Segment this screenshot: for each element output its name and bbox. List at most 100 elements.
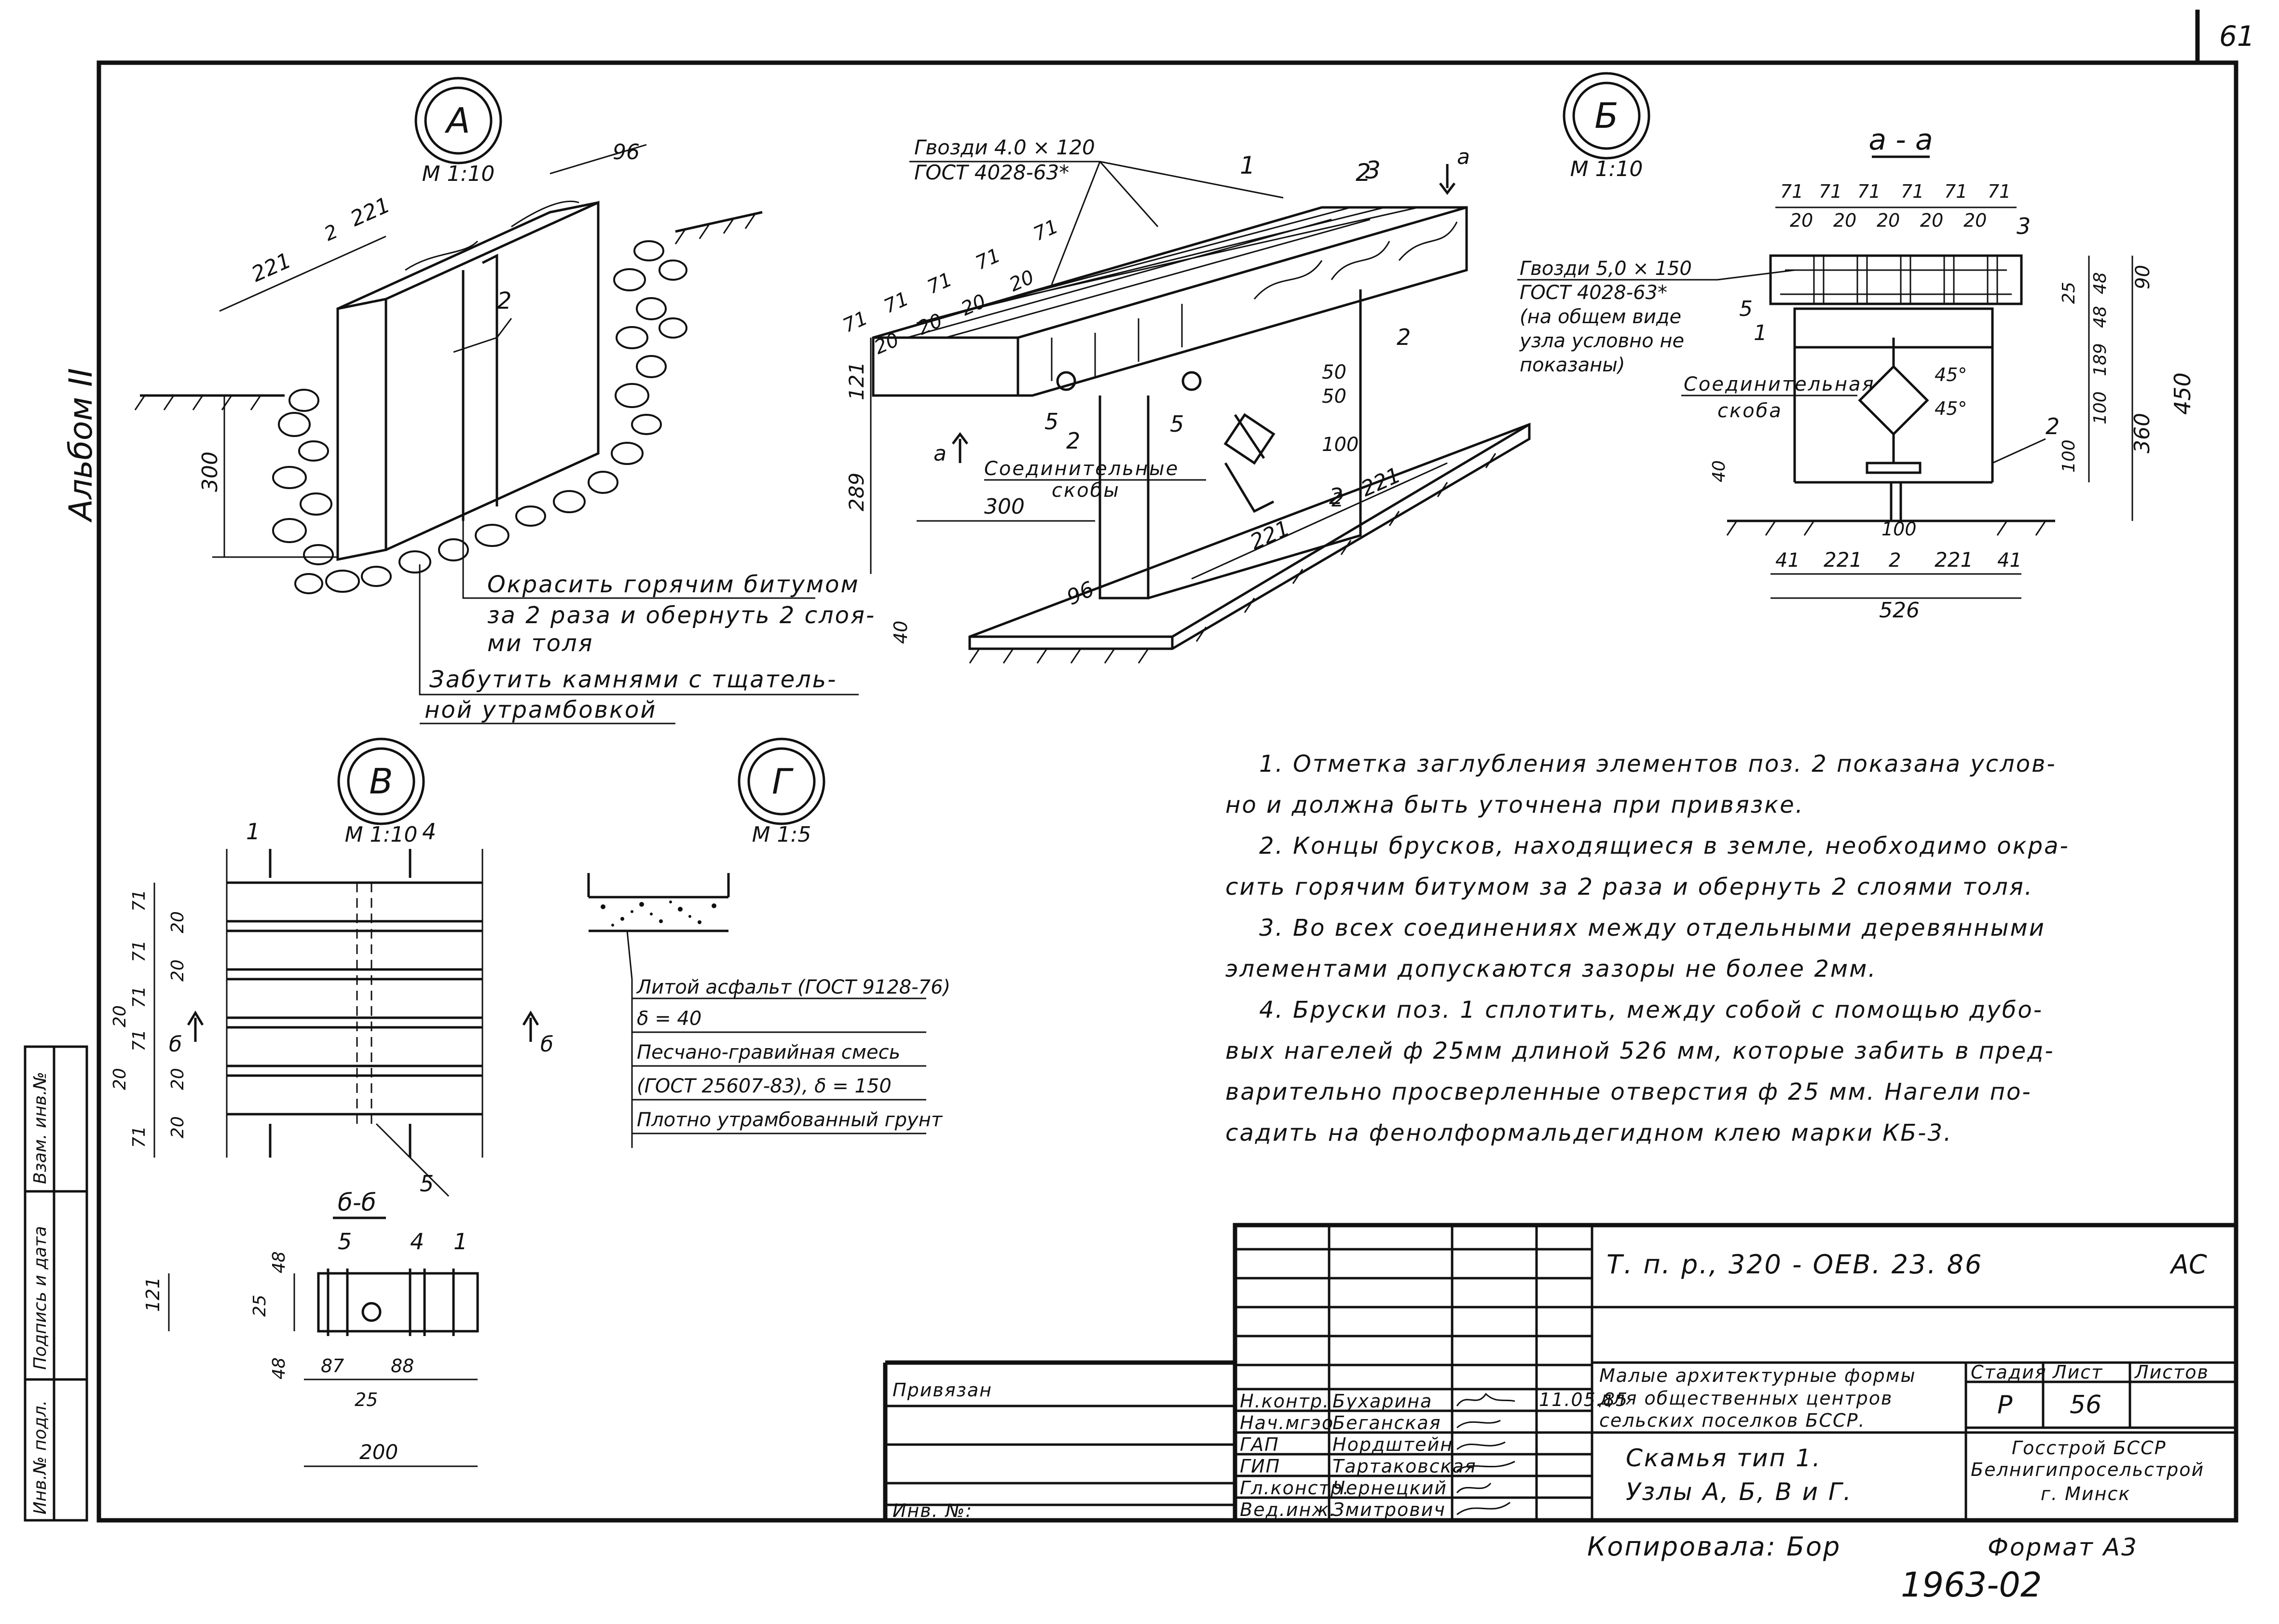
node-b-dim-189: 189: [2090, 343, 2110, 376]
section-bb-body: [317, 1272, 479, 1333]
dim-96: 96: [613, 140, 640, 164]
tb-role-6: Вед.инж.: [1240, 1499, 1336, 1520]
note-line-9: варительно просверленные отверстия ф 25 …: [1225, 1078, 2032, 1105]
bench-staples-1: Соединительные: [984, 458, 1179, 480]
tb-signatures: [1456, 1392, 1515, 1515]
dim-2: 2: [321, 220, 341, 246]
post-left-front: [336, 297, 387, 561]
bench-pos-5-left: 5: [1044, 409, 1058, 435]
bench-dim-300: 300: [984, 494, 1025, 519]
bench-dim-20-1: 20: [871, 328, 902, 359]
node-b-dim-90: 90: [2132, 265, 2154, 289]
note-paint-3: ми толя: [487, 630, 594, 657]
post-side-face: [385, 201, 600, 551]
section-bb-dim-25: 25: [250, 1295, 270, 1317]
node-a-label: А: [444, 100, 470, 141]
node-v-dim-71-3: 71: [129, 986, 149, 1008]
node-b-pos-1: 1: [1754, 321, 1767, 345]
node-b-dim-71-3: 71: [1857, 181, 1881, 202]
node-a-scale: М 1:10: [422, 162, 495, 186]
node-b-dim-20-1: 20: [1790, 210, 1813, 231]
node-b-dim-20-3: 20: [1877, 210, 1900, 231]
node-b-dim-71-4: 71: [1901, 181, 1924, 202]
node-b-scale: М 1:10: [1570, 157, 1643, 181]
node-v-dim-20-5: 20: [168, 1068, 188, 1090]
node-a-circle: [414, 77, 502, 164]
tb-sheet-hdr: Лист: [2052, 1362, 2103, 1383]
tb-stage: Р: [1997, 1391, 2013, 1419]
bench-dim-20-2: 20: [914, 309, 946, 340]
bench-section-mark-top: а: [1457, 145, 1470, 169]
node-b-section-title: а - а: [1868, 123, 1933, 157]
stamp-replace-inv: Взам. инв.№: [30, 1072, 50, 1184]
section-bb-dim-88: 88: [391, 1355, 414, 1377]
tb-project-1: Малые архитектурные формы: [1599, 1365, 1916, 1386]
tb-role-5: Гл.констр.: [1240, 1477, 1350, 1499]
note-paint-1: Окрасить горячим битумом: [487, 571, 860, 598]
bench-dim-71-4: 71: [972, 244, 1003, 274]
node-b-dim-100-c: 100: [1881, 519, 1917, 540]
bench-dim-71-5: 71: [1030, 215, 1061, 246]
node-b-dim-71-1: 71: [1780, 181, 1803, 202]
bench-pos-5-right: 5: [1170, 411, 1184, 437]
asphalt-fill: [601, 901, 716, 927]
node-v-pos-5: 5: [420, 1171, 434, 1197]
note-line-2: но и должна быть уточнена при привязке.: [1225, 792, 1804, 819]
node-v-pos-4: 4: [422, 819, 436, 845]
tb-doc-code: Т. п. р., 320 - ОЕВ. 23. 86: [1606, 1249, 1983, 1280]
tb-role-4: ГИП: [1240, 1456, 1280, 1477]
section-bb-dim-48-a: 48: [269, 1251, 289, 1273]
section-bb: 5 4 1 48 25 121 48 87 88 25 200: [142, 1228, 479, 1467]
node-b-dim-71-5: 71: [1944, 181, 1967, 202]
format-label: Формат А3: [1988, 1533, 2138, 1561]
node-b-nails-5: показаны): [1520, 354, 1625, 376]
node-b-staple-1: Соединительная: [1684, 373, 1875, 396]
node-b-dim-221-r: 221: [1935, 548, 1973, 572]
tb-sheet-title-2: Узлы А, Б, В и Г.: [1626, 1478, 1853, 1506]
node-b-dim-48-b: 48: [2090, 306, 2110, 328]
general-notes: 1. Отметка заглубления элементов поз. 2 …: [1225, 751, 2068, 1146]
node-g-scale: М 1:5: [752, 822, 811, 847]
tb-role-1: Н.контр.: [1240, 1391, 1330, 1412]
node-v-dim-20-1: 20: [168, 911, 188, 933]
node-g: Г М 1:5 Литой асфальт (ГОСТ 9128-76) δ =…: [587, 737, 950, 1148]
node-b-dim-71-2: 71: [1819, 181, 1842, 202]
node-a: А М 1:10 221: [134, 77, 874, 724]
tb-role-2: Нач.мгэо: [1240, 1412, 1334, 1433]
node-v-dim-71-5: 71: [129, 1126, 149, 1148]
node-b-label: Б: [1594, 96, 1618, 136]
bench-dim-71-1: 71: [839, 307, 871, 337]
note-line-7: 4. Бруски поз. 1 сплотить, между собой с…: [1259, 996, 2043, 1024]
node-b-pos-5: 5: [1739, 297, 1753, 321]
bench-dim-71-2: 71: [880, 287, 912, 318]
dim-300: 300: [198, 451, 222, 492]
node-b-staple-2: скоба: [1717, 400, 1783, 422]
note-stones-2: ной утрамбовкой: [425, 696, 657, 723]
archive-number: 1963-02: [1901, 1565, 2042, 1605]
tb-section: АС: [2169, 1249, 2207, 1280]
node-b-dim-20-4: 20: [1920, 210, 1943, 231]
tb-name-4: Тартаковская: [1332, 1456, 1477, 1477]
tb-org-3: г. Минск: [2041, 1483, 2130, 1504]
node-g-layer-soil: Плотно утрамбованный грунт: [637, 1109, 943, 1131]
node-b-slats: [1769, 254, 2023, 305]
tb-sheet-title-1: Скамья тип 1.: [1626, 1444, 1822, 1472]
node-b-dim-40: 40: [1709, 460, 1729, 482]
tb-stage-hdr: Стадия: [1971, 1362, 2047, 1383]
node-g-layer-gravel: Песчано-гравийная смесь: [637, 1041, 900, 1064]
node-b-dim-71-6: 71: [1988, 181, 2011, 202]
bench-pos-3: 3: [1365, 156, 1381, 184]
node-b-dim-526: 526: [1879, 598, 1920, 623]
section-bb-dim-25-b: 25: [355, 1389, 378, 1410]
tb-org-1: Госстрой БССР: [2012, 1437, 2167, 1459]
bench-pos-1: 1: [1240, 151, 1255, 179]
node-g-layer-asphalt: Литой асфальт (ГОСТ 9128-76): [636, 976, 950, 998]
node-b: Б М 1:10 а - а 71 71 71 71 71 71 20 20 2…: [1517, 72, 2196, 623]
node-b-pos-2: 2: [2046, 413, 2059, 439]
node-b-dim-20-2: 20: [1833, 210, 1856, 231]
section-bb-pos-1: 1: [453, 1228, 467, 1255]
staple-diamond: [1223, 413, 1276, 465]
node-v-dim-20-6: 20: [168, 1116, 188, 1138]
node-v-dim-71-4: 71: [129, 1029, 149, 1051]
node-b-dim-100-b: 100: [2059, 439, 2079, 473]
